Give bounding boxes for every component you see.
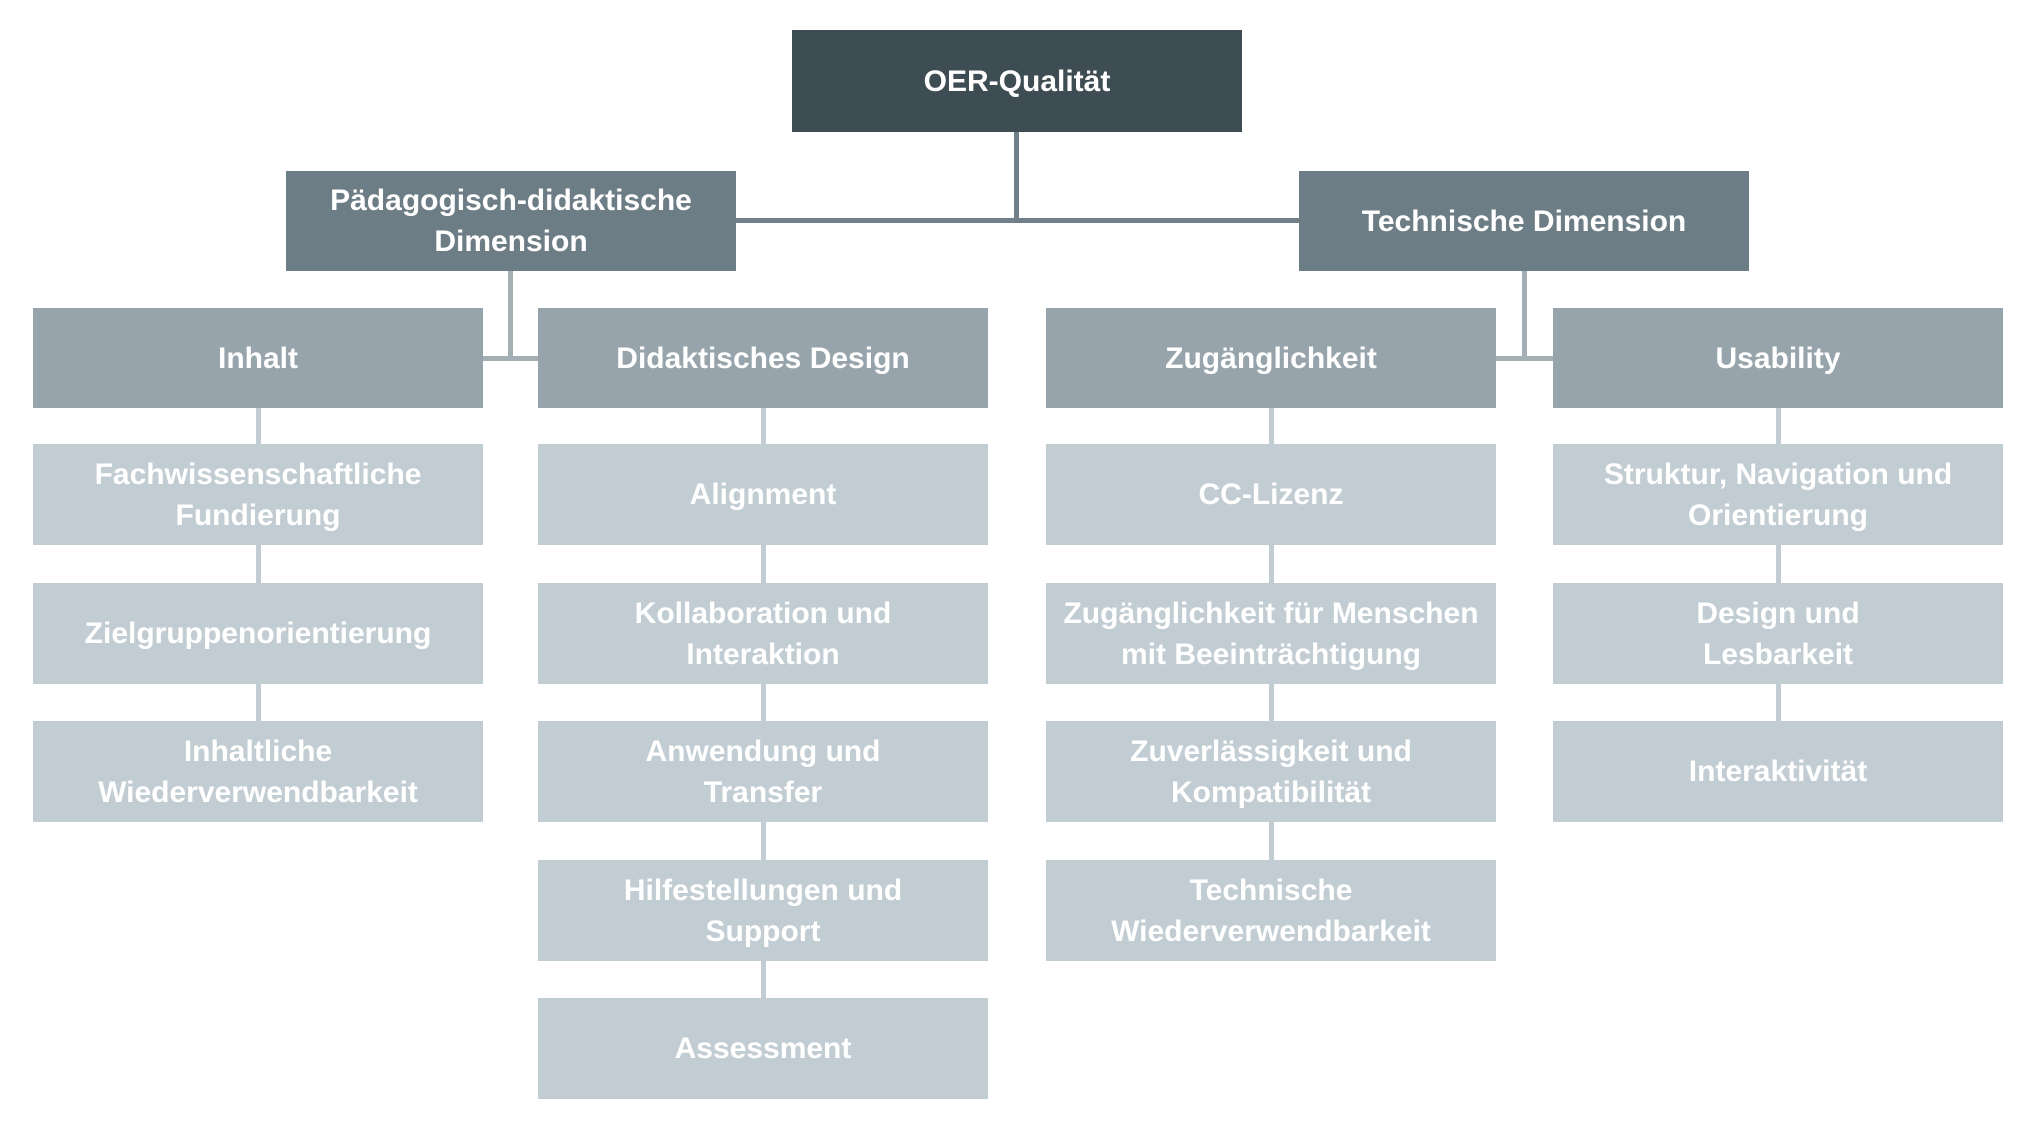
category-box-inhalt-label: Inhalt: [218, 341, 298, 375]
item-box-design-und-label: Design und Lesbarkeit: [1696, 596, 1860, 671]
item-box-alignment: Alignment: [538, 444, 988, 545]
connector-didaktisches-design-2: [760, 684, 766, 721]
item-box-inhaltliche: Inhaltliche Wiederverwendbarkeit: [33, 721, 483, 822]
item-box-zuverlaessigkeit-und: Zuverlässigkeit und Kompatibilität: [1046, 721, 1496, 822]
item-box-zugaenglichkeit-fuer-menschen-label: Zugänglichkeit für Menschen mit Beeinträ…: [1063, 596, 1479, 671]
connector-inhalt-2: [255, 684, 261, 721]
connector-zugaenglichkeit-2: [1268, 684, 1274, 721]
item-box-fachwissenschaftliche: Fachwissenschaftliche Fundierung: [33, 444, 483, 545]
item-box-assessment: Assessment: [538, 998, 988, 1099]
dimension-box-paedagogisch-didaktische-label: Pädagogisch-didaktische Dimension: [330, 184, 692, 258]
category-box-didaktisches-design-label: Didaktisches Design: [616, 341, 910, 375]
item-box-cc-lizenz: CC-Lizenz: [1046, 444, 1496, 545]
item-box-technische-label: Technische Wiederverwendbarkeit: [1111, 873, 1431, 948]
connector-technische-horizontal: [1496, 356, 1553, 361]
item-box-assessment-label: Assessment: [674, 1032, 852, 1065]
item-box-hilfestellungen-und-label: Hilfestellungen und Support: [623, 873, 903, 948]
item-box-interaktivitaet: Interaktivität: [1553, 721, 2003, 822]
connector-paedagogisch-horizontal: [483, 356, 538, 361]
item-box-anwendung-und: Anwendung und Transfer: [538, 721, 988, 822]
root-box-oer-qualitaet: OER-Qualität: [792, 30, 1242, 132]
item-box-zielgruppenorientierung-label: Zielgruppenorientierung: [84, 617, 432, 650]
connector-usability-2: [1775, 684, 1781, 721]
item-box-fachwissenschaftliche-label: Fachwissenschaftliche Fundierung: [94, 457, 422, 532]
category-box-didaktisches-design: Didaktisches Design: [538, 308, 988, 408]
item-box-hilfestellungen-und: Hilfestellungen und Support: [538, 860, 988, 961]
connector-zugaenglichkeit-0: [1268, 408, 1274, 444]
item-box-anwendung-und-label: Anwendung und Transfer: [645, 734, 881, 809]
dimension-box-paedagogisch-didaktische: Pädagogisch-didaktische Dimension: [286, 171, 736, 271]
item-box-zielgruppenorientierung: Zielgruppenorientierung: [33, 583, 483, 684]
connector-inhalt-0: [255, 408, 261, 444]
item-box-design-und: Design und Lesbarkeit: [1553, 583, 2003, 684]
connector-inhalt-1: [255, 545, 261, 583]
connector-didaktisches-design-3: [760, 822, 766, 860]
item-box-struktur-navigation-und-label: Struktur, Navigation und Orientierung: [1603, 457, 1953, 532]
connector-didaktisches-design-4: [760, 961, 766, 998]
root-box-label: OER-Qualität: [923, 64, 1111, 98]
item-box-kollaboration-und-label: Kollaboration und Interaktion: [634, 596, 892, 671]
item-box-alignment-label: Alignment: [689, 478, 837, 511]
category-box-usability: Usability: [1553, 308, 2003, 408]
connector-usability-1: [1775, 545, 1781, 583]
category-box-inhalt: Inhalt: [33, 308, 483, 408]
category-box-zugaenglichkeit: Zugänglichkeit: [1046, 308, 1496, 408]
item-box-cc-lizenz-label: CC-Lizenz: [1198, 478, 1344, 511]
item-box-kollaboration-und: Kollaboration und Interaktion: [538, 583, 988, 684]
connector-didaktisches-design-0: [760, 408, 766, 444]
connector-paedagogisch-vertical: [508, 271, 513, 361]
connector-usability-0: [1775, 408, 1781, 444]
connector-didaktisches-design-1: [760, 545, 766, 583]
connector-zugaenglichkeit-1: [1268, 545, 1274, 583]
item-box-technische: Technische Wiederverwendbarkeit: [1046, 860, 1496, 961]
connector-zugaenglichkeit-3: [1268, 822, 1274, 860]
category-box-zugaenglichkeit-label: Zugänglichkeit: [1165, 341, 1377, 375]
item-box-zuverlaessigkeit-und-label: Zuverlässigkeit und Kompatibilität: [1130, 734, 1412, 809]
dimension-box-technische: Technische Dimension: [1299, 171, 1749, 271]
connector-root-horizontal: [736, 218, 1299, 223]
connector-technische-vertical: [1522, 271, 1527, 361]
item-box-zugaenglichkeit-fuer-menschen: Zugänglichkeit für Menschen mit Beeinträ…: [1046, 583, 1496, 684]
dimension-box-technische-label: Technische Dimension: [1361, 204, 1687, 238]
connector-root-vertical: [1014, 132, 1019, 223]
item-box-interaktivitaet-label: Interaktivität: [1688, 755, 1868, 788]
item-box-struktur-navigation-und: Struktur, Navigation und Orientierung: [1553, 444, 2003, 545]
category-box-usability-label: Usability: [1715, 341, 1841, 375]
item-box-inhaltliche-label: Inhaltliche Wiederverwendbarkeit: [98, 734, 418, 809]
